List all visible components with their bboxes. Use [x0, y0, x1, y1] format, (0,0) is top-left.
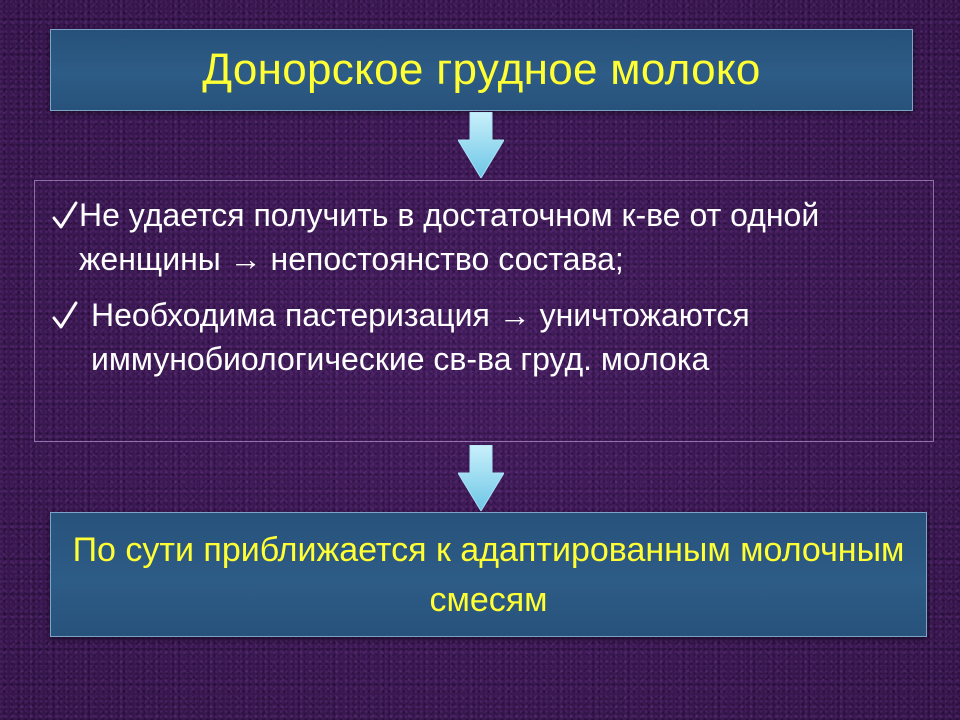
arrow-down-icon	[458, 445, 504, 511]
bullet-text: Не удается получить в достаточном к-ве о…	[79, 197, 820, 277]
points-box: Не удается получить в достаточном к-ве о…	[34, 180, 934, 442]
conclusion-box: По сути приближается к адаптированным мо…	[50, 512, 927, 637]
title-box: Донорское грудное молоко	[50, 29, 913, 111]
check-icon	[52, 301, 78, 329]
slide-title: Донорское грудное молоко	[202, 45, 761, 94]
conclusion-text: По сути приближается к адаптированным мо…	[72, 530, 905, 619]
bullet-item: Необходима пастеризация → уничтожаются и…	[51, 293, 909, 381]
arrow-down-icon	[458, 112, 504, 178]
bullet-text: Необходима пастеризация → уничтожаются и…	[91, 297, 750, 377]
bullet-item: Не удается получить в достаточном к-ве о…	[51, 193, 909, 281]
check-icon	[52, 201, 78, 229]
